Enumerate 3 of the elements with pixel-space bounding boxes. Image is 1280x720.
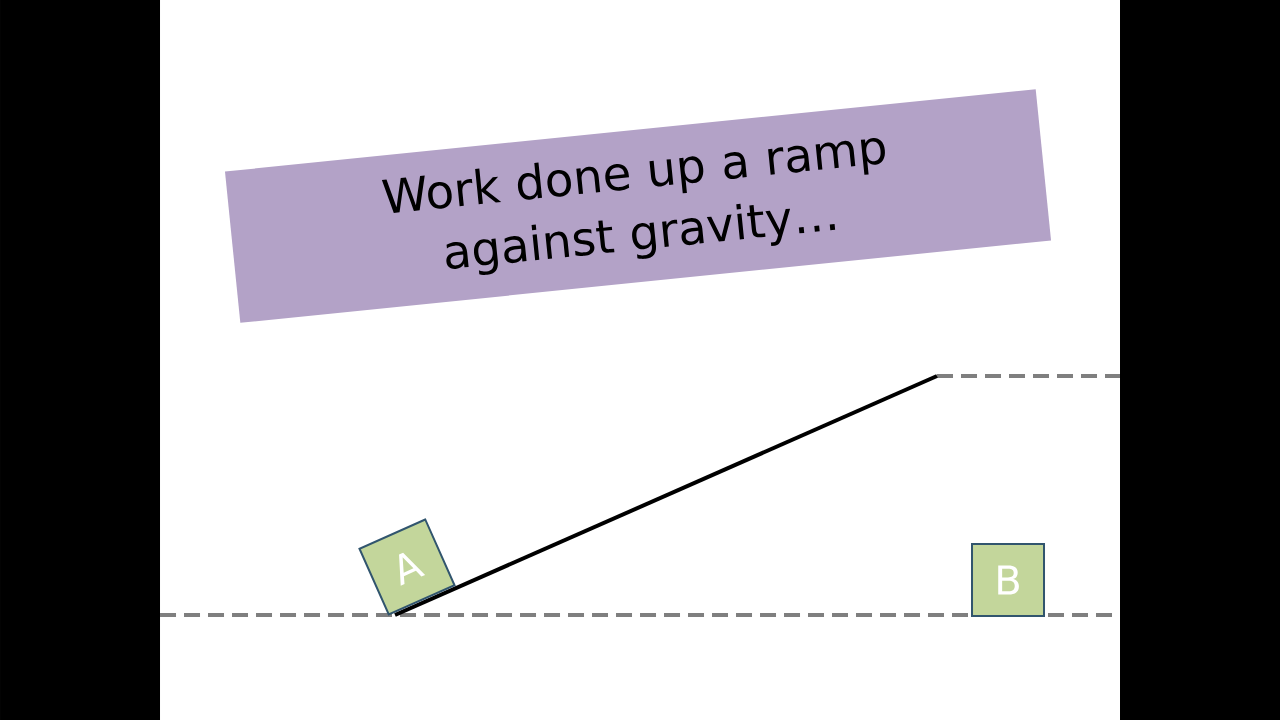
- block: B: [971, 543, 1045, 617]
- block: A: [358, 518, 456, 616]
- title-banner: Work done up a ramp against gravity…: [224, 89, 1052, 323]
